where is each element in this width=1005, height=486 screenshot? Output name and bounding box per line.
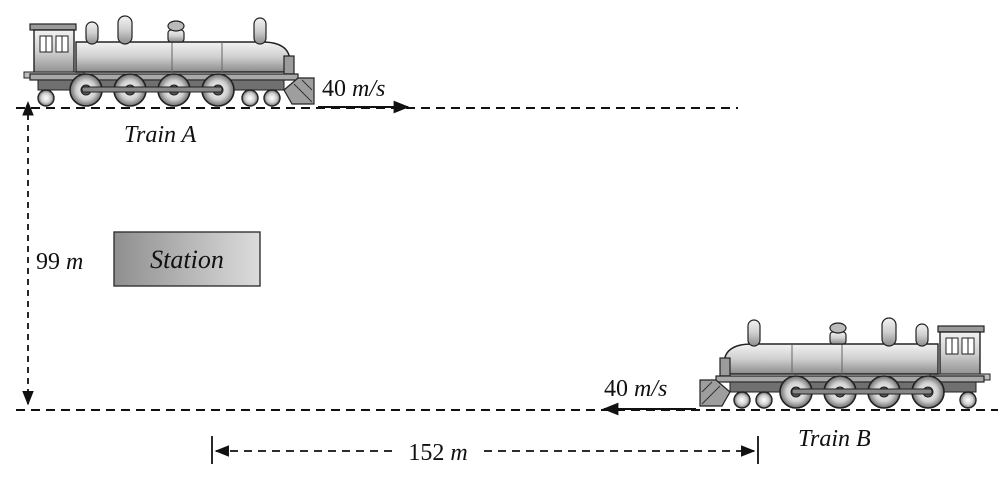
- train-a-speed: 40 m/s: [322, 76, 385, 102]
- vertical-distance-label: 99 m: [36, 249, 83, 275]
- train-a-label: Train A: [124, 122, 197, 148]
- train-b-speed: 40 m/s: [604, 376, 667, 402]
- station-box: [113, 231, 261, 287]
- train-b-locomotive: [699, 317, 991, 409]
- horizontal-distance-label: 152 m: [408, 440, 467, 466]
- train-a-locomotive: [23, 15, 315, 107]
- train-b-label: Train B: [798, 426, 871, 452]
- station-label: Station: [150, 245, 224, 274]
